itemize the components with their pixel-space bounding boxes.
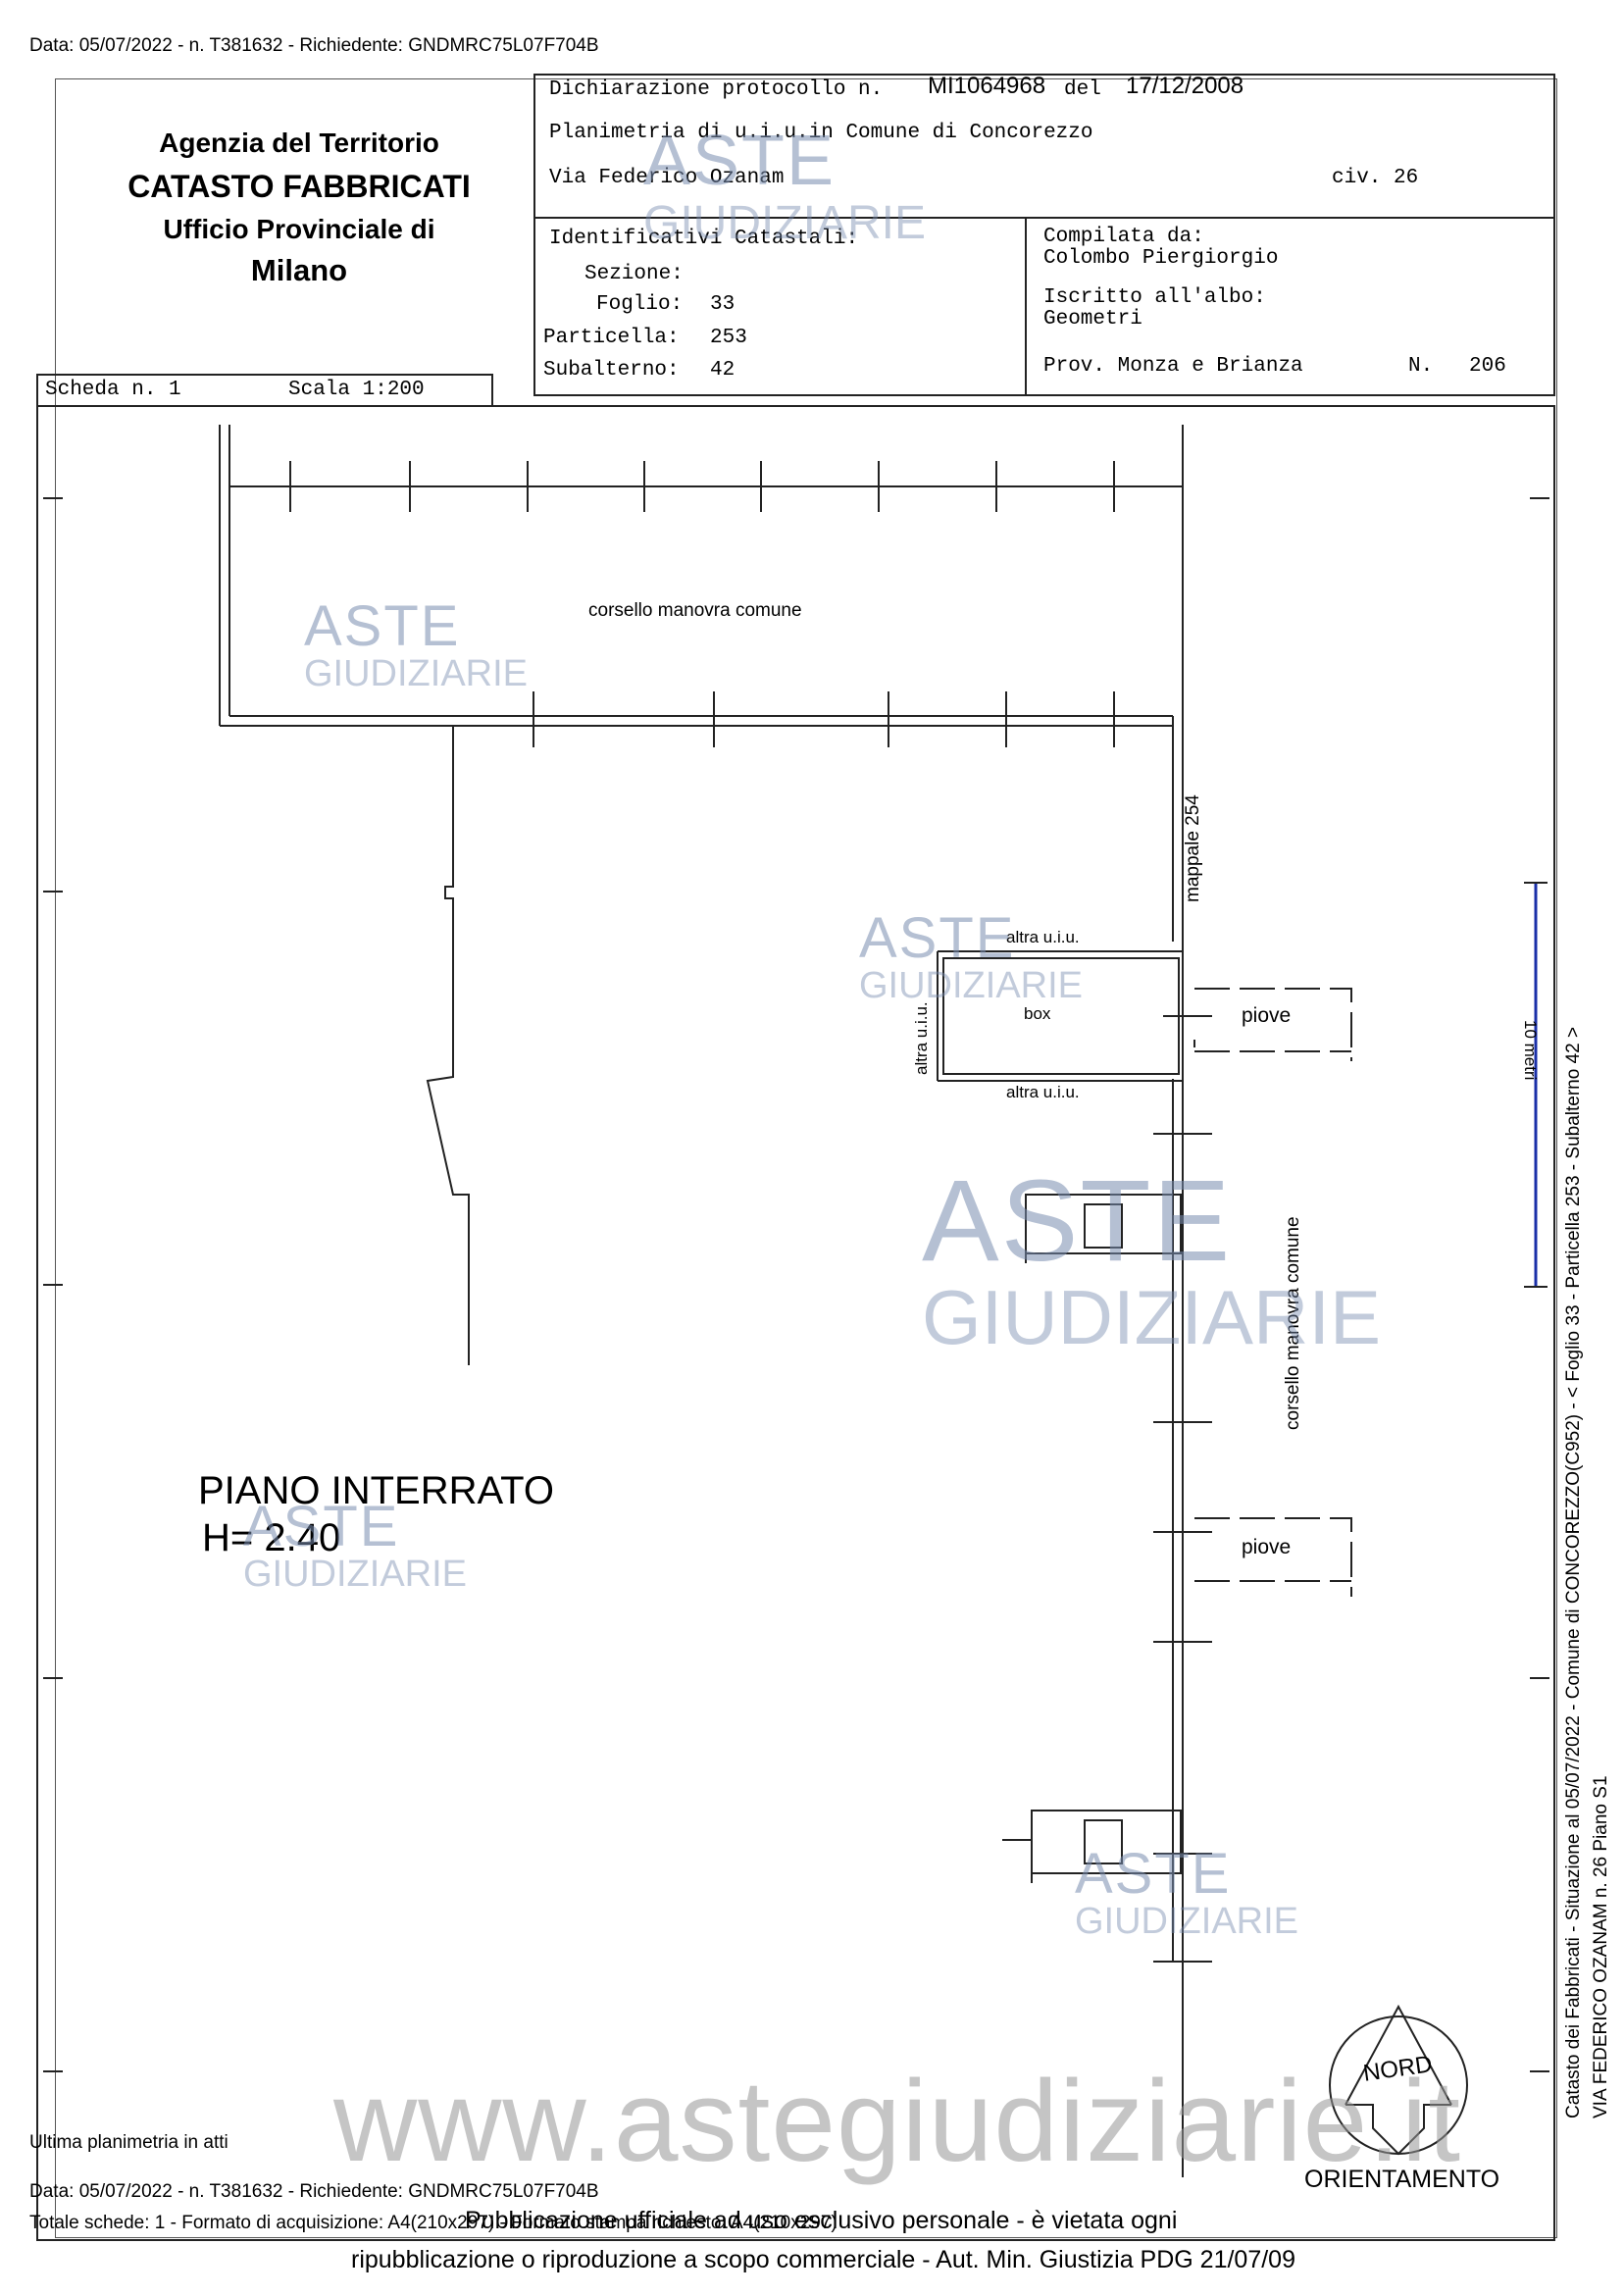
outer-frame	[55, 78, 1557, 2238]
albo-value: Geometri	[1043, 308, 1142, 331]
scala-label: Scala 1:200	[288, 379, 425, 401]
city-name: Milano	[250, 253, 348, 287]
via-text: Via Federico Ozanam	[549, 167, 785, 189]
ufficio-label: Ufficio Provinciale di	[163, 214, 435, 244]
header-box-bottom	[533, 217, 1555, 396]
piove-label-2: piove	[1242, 1536, 1292, 1558]
altra-uiu-top: altra u.i.u.	[1006, 928, 1080, 946]
altra-uiu-left: altra u.i.u.	[912, 1001, 931, 1075]
scale-bar-label: 10 metri	[1521, 1020, 1540, 1081]
drawing-frame	[36, 405, 1555, 2241]
compilatore-name: Colombo Piergiorgio	[1043, 247, 1279, 270]
corsello-top-label: corsello manovra comune	[588, 600, 802, 621]
header-divider	[1025, 217, 1027, 396]
footer-totale: Totale schede: 1 - Formato di acquisizio…	[29, 2213, 837, 2233]
piove-label-1: piove	[1242, 1004, 1292, 1027]
subalterno-value: 42	[710, 359, 736, 382]
footer-meta: Data: 05/07/2022 - n. T381632 - Richiede…	[29, 2181, 599, 2202]
footer-pubblicazione: Pubblicazione ufficiale ad uso esclusivo…	[465, 2207, 1178, 2234]
del-label: del	[1064, 78, 1101, 101]
subalterno-label: Subalterno:	[543, 359, 680, 382]
agency-name: Agenzia del Territorio	[159, 128, 439, 158]
sezione-label: Sezione:	[584, 263, 684, 285]
piano-title: PIANO INTERRATO	[198, 1469, 555, 1512]
altra-uiu-bottom: altra u.i.u.	[1006, 1083, 1080, 1101]
scheda-label: Scheda n. 1	[45, 379, 181, 401]
mappale-label: mappale 254	[1183, 794, 1203, 902]
civico-text: civ. 26	[1332, 167, 1419, 189]
side-catasto-text: Catasto dei Fabbricati - Situazione al 0…	[1563, 1026, 1584, 2118]
provincia-text: Prov. Monza e Brianza	[1043, 355, 1303, 378]
corsello-side-label: corsello manovra comune	[1283, 1216, 1303, 1430]
footer-ripubblicazione: ripubblicazione o riproduzione a scopo c…	[351, 2246, 1295, 2273]
orientamento-label: ORIENTAMENTO	[1304, 2166, 1500, 2193]
identificativi-label: Identificativi Catastali:	[549, 228, 859, 250]
iscritto-label: Iscritto all'albo:	[1043, 286, 1266, 309]
site-watermark: www.astegiudiziarie.it	[333, 2057, 1462, 2186]
planimetria-text: Planimetria di u.i.u.in Comune di Concor…	[549, 122, 1093, 144]
albo-n-value: 206	[1469, 355, 1506, 378]
particella-value: 253	[710, 327, 747, 349]
compilata-label: Compilata da:	[1043, 226, 1204, 248]
foglio-value: 33	[710, 293, 736, 316]
dichiarazione-label: Dichiarazione protocollo n.	[549, 78, 884, 101]
dichiarazione-date: 17/12/2008	[1126, 73, 1244, 99]
particella-label: Particella:	[543, 327, 680, 349]
ultima-planimetria: Ultima planimetria in atti	[29, 2132, 228, 2153]
protocollo-number: MI1064968	[928, 73, 1046, 99]
foglio-label: Foglio:	[596, 293, 684, 316]
altezza-label: H= 2.40	[202, 1516, 341, 1559]
side-address-text: VIA FEDERICO OZANAM n. 26 Piano S1	[1591, 1775, 1611, 2118]
box-label: box	[1024, 1004, 1051, 1023]
albo-n-label: N.	[1408, 355, 1434, 378]
catasto-title: CATASTO FABBRICATI	[127, 169, 471, 204]
top-meta: Data: 05/07/2022 - n. T381632 - Richiede…	[29, 35, 599, 56]
